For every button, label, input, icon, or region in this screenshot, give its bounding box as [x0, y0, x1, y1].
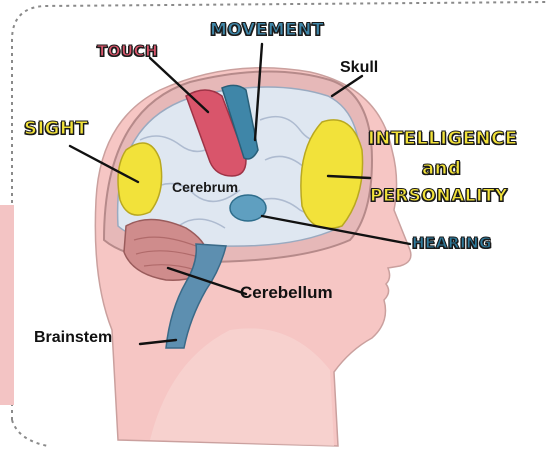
cerebellum-label: Cerebellum [240, 284, 333, 301]
intelligence-label-line1: INTELLIGENCE [368, 130, 518, 148]
dashed-frame-bottom [12, 420, 48, 446]
hearing-label: HEARING [412, 236, 492, 251]
movement-label: MOVEMENT [210, 22, 324, 39]
intelligence-label-line2: and [422, 160, 461, 178]
hearing-region [230, 195, 266, 221]
skull-label: Skull [340, 60, 378, 76]
sight-region [118, 143, 162, 215]
intelligence-label-line3: PERSONALITY [370, 188, 508, 205]
brainstem-label: Brainstem [34, 330, 112, 346]
sight-label: SIGHT [24, 120, 88, 138]
touch-label: TOUCH [97, 44, 158, 59]
cerebrum-label: Cerebrum [172, 180, 238, 194]
edge-strip [0, 205, 14, 405]
